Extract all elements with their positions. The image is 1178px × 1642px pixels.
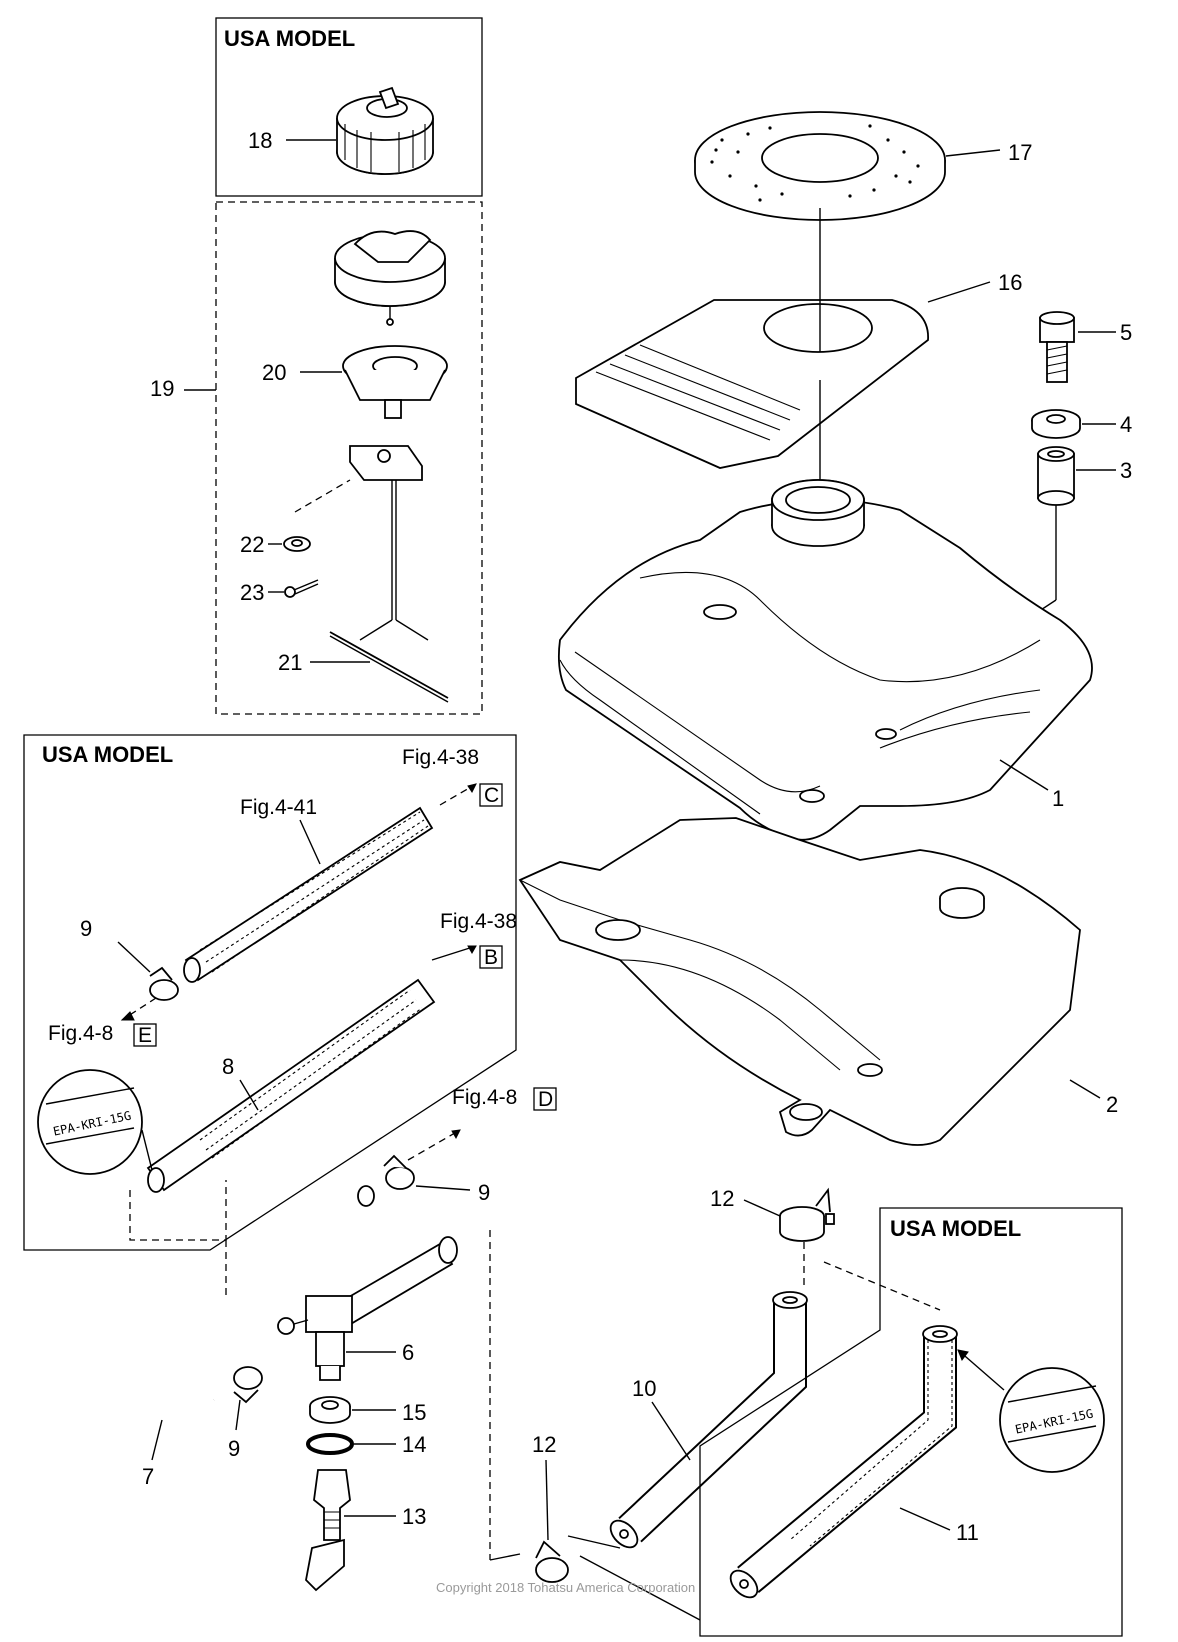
callout-19: 19: [150, 376, 174, 401]
clamp-part-9-middle: [383, 1154, 415, 1190]
foam-pad-part-17: [694, 111, 946, 221]
callout-21: 21: [278, 650, 302, 675]
clamp-part-12-lower: [535, 1540, 569, 1583]
cap-assembly-group-19: [215, 201, 483, 715]
copyright-text: Copyright 2018 Tohatsu America Corporati…: [436, 1580, 695, 1595]
fuel-hose-part-7: [160, 1185, 375, 1418]
ref-fig-4-41: Fig.4-41: [240, 796, 317, 819]
callout-5: 5: [1120, 320, 1132, 345]
washer-part-4: [1031, 409, 1081, 439]
usa-model-hose-box: [23, 734, 517, 1251]
callout-14: 14: [402, 1432, 426, 1457]
callout-12-lower: 12: [532, 1432, 556, 1457]
usa-model-cap-header: USA MODEL: [224, 26, 355, 51]
callout-23: 23: [240, 580, 264, 605]
epa-stamp-right: EPA-KRI-15G: [999, 1367, 1105, 1473]
tank-bracket-part-2: [518, 817, 1081, 1146]
ref-box-d-label: D: [538, 1088, 553, 1111]
callout-18: 18: [248, 128, 272, 153]
fuel-gauge-part-21: [329, 445, 449, 703]
clamp-part-12-upper: [779, 1187, 835, 1242]
ref-fig-4-38-c: Fig.4-38: [402, 746, 479, 769]
callout-10: 10: [632, 1376, 656, 1401]
clamp-part-9-lower: [233, 1366, 263, 1404]
fuel-hose-part-10: [609, 1291, 808, 1549]
usa-model-cap-box: [215, 17, 483, 197]
fuel-connector-part-13: [305, 1469, 351, 1592]
callout-12-upper: 12: [710, 1186, 734, 1211]
bolt-part-5: [1039, 311, 1075, 383]
rubber-pad-part-16: [575, 299, 929, 469]
ref-box-c: [479, 783, 503, 807]
callout-9-lower: 9: [228, 1436, 240, 1461]
callout-9-upper: 9: [80, 916, 92, 941]
callout-9-middle: 9: [478, 1180, 490, 1205]
callout-20: 20: [262, 360, 286, 385]
ref-box-b: [479, 945, 503, 969]
callout-13: 13: [402, 1504, 426, 1529]
fuel-cap-usa-part-18: [336, 86, 434, 175]
callout-1: 1: [1052, 786, 1064, 811]
fuel-cap-part-19: [334, 230, 446, 326]
collar-part-3: [1037, 446, 1075, 506]
callout-11: 11: [956, 1520, 979, 1545]
callout-22: 22: [240, 532, 264, 557]
ref-fig-4-38-b: Fig.4-38: [440, 910, 517, 933]
washer-part-22: [283, 536, 311, 552]
callout-6: 6: [402, 1340, 414, 1365]
usa-model-hose11-header: USA MODEL: [890, 1216, 1021, 1241]
ref-box-e-label: E: [138, 1024, 152, 1047]
gasket-part-15: [309, 1396, 351, 1424]
braided-fuel-hose-part-8: [146, 978, 436, 1193]
epa-stamp-left: EPA-KRI-15G: [37, 1069, 143, 1175]
ref-box-e: [133, 1023, 157, 1047]
clamp-part-9-upper: [149, 966, 179, 1001]
usa-model-hose-header: USA MODEL: [42, 742, 173, 767]
filter-element-part-20: [342, 345, 448, 419]
callout-7: 7: [142, 1464, 154, 1489]
fuel-joint-part-6: [277, 1236, 458, 1381]
cotter-pin-part-23: [284, 579, 319, 598]
callout-2: 2: [1106, 1092, 1118, 1117]
callout-3: 3: [1120, 458, 1132, 483]
callout-4: 4: [1120, 412, 1132, 437]
o-ring-part-14: [306, 1433, 354, 1455]
callout-17: 17: [1008, 140, 1032, 165]
ref-fig-4-8-e: Fig.4-8: [48, 1022, 113, 1045]
usa-model-hose11-box: [699, 1207, 1123, 1637]
braided-fuel-hose-part-11: [729, 1325, 958, 1599]
callout-15: 15: [402, 1400, 426, 1425]
ref-box-b-label: B: [484, 946, 498, 969]
callout-16: 16: [998, 270, 1022, 295]
ref-box-d: [533, 1087, 557, 1111]
callout-8: 8: [222, 1054, 234, 1079]
fuel-tank-part-1: [557, 479, 1093, 841]
ref-box-c-label: C: [484, 784, 499, 807]
braided-hose-fig-4-41: [183, 806, 434, 983]
ref-fig-4-8-d: Fig.4-8: [452, 1086, 517, 1109]
